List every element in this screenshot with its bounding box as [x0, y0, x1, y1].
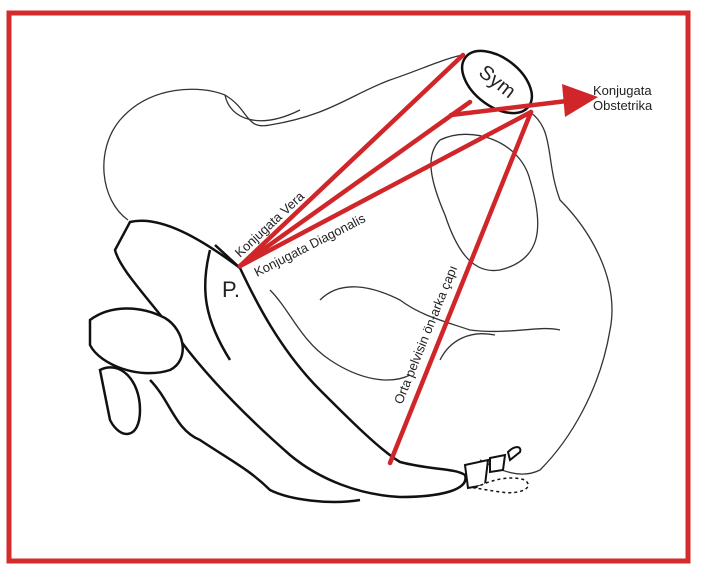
coccyx [463, 446, 529, 494]
obstetrika-arrow-shaft [448, 97, 578, 118]
diagram-frame [6, 10, 691, 564]
obstetrika-label-1: Konjugata [593, 83, 652, 98]
vera-line [237, 52, 466, 269]
promontorium-label: P. [222, 277, 240, 302]
orta-label: Orta pelvisin ön-arka çapı [391, 263, 460, 406]
diagonalis-line [237, 109, 534, 269]
obstetrika-line [237, 99, 473, 269]
measurement-lines [237, 52, 578, 466]
obstetrika-label-2: Obstetrika [593, 98, 653, 113]
orta-line [387, 109, 534, 466]
arrow-head-icon [562, 84, 598, 117]
pelvis-outline [103, 54, 613, 475]
sacrum [88, 219, 467, 504]
